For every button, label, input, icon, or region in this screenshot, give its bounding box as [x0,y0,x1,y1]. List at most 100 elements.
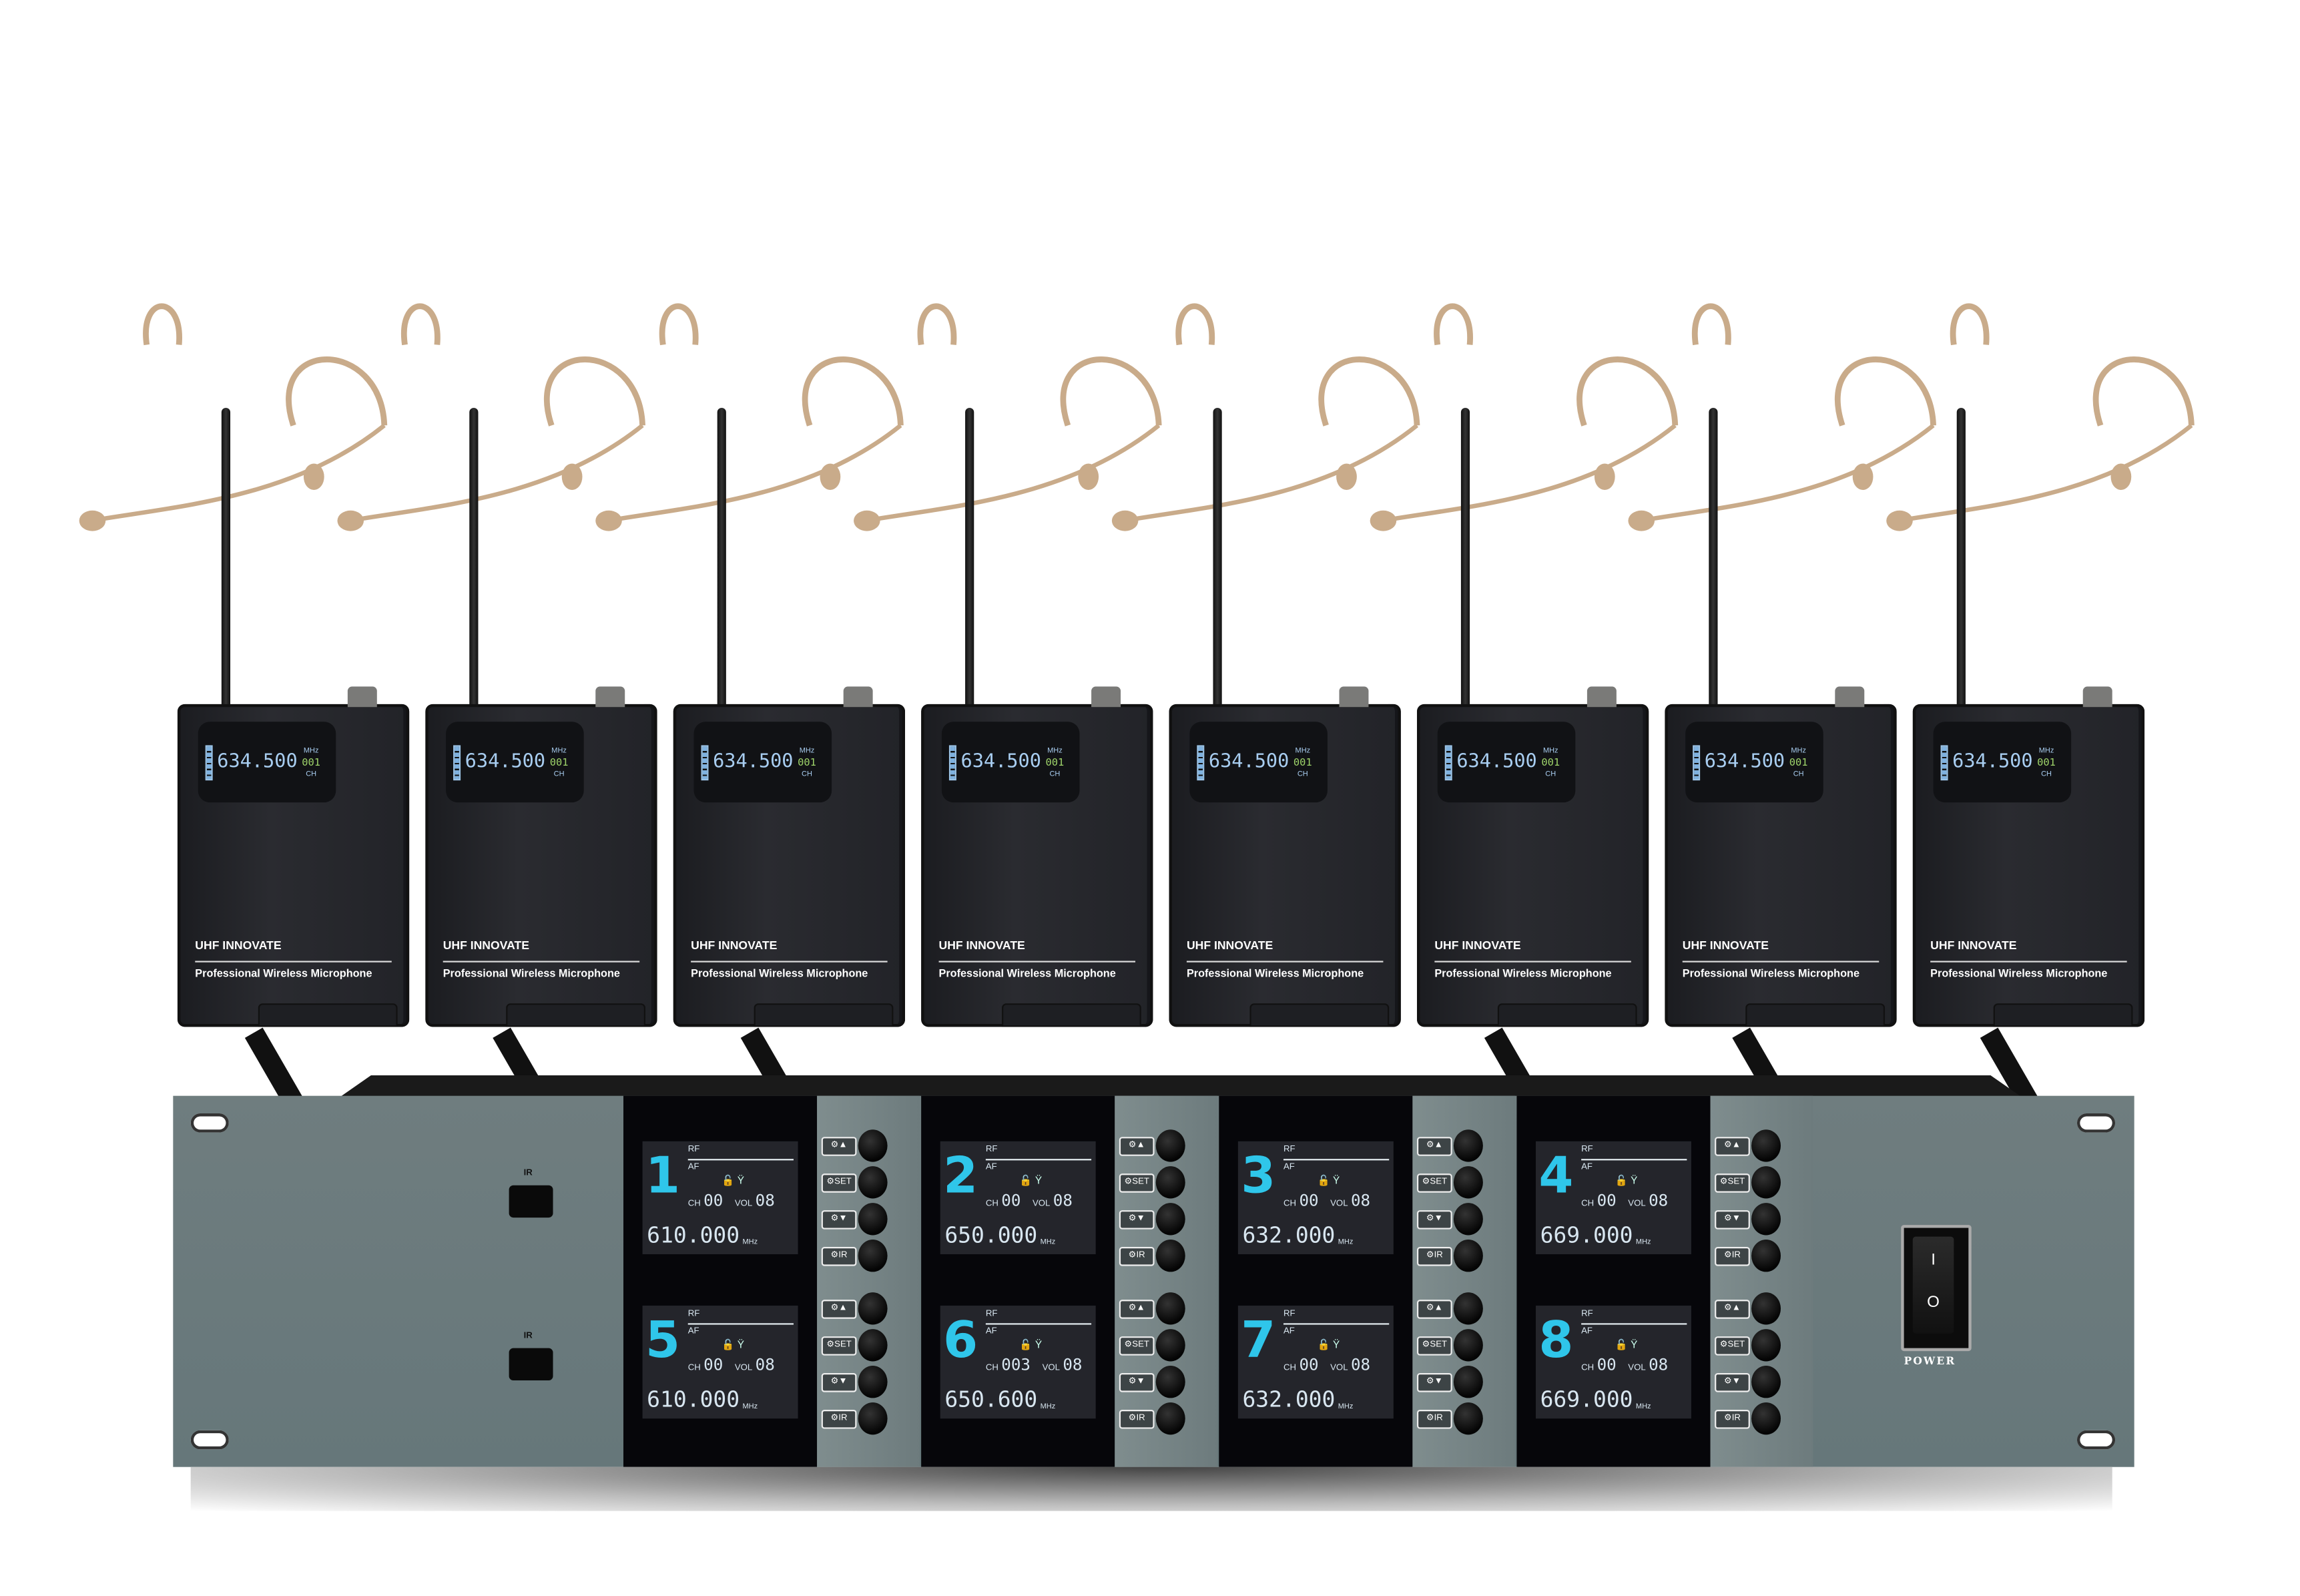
bodypack-brand: UHF INNOVATE [691,939,778,953]
set-button[interactable] [1751,1166,1781,1199]
ch-label: CH [985,1200,998,1209]
boom-arm [865,423,1161,523]
battery-icon [701,744,709,780]
bodypack-brand: UHF INNOVATE [1930,939,2017,953]
belt-clip [1993,1003,2133,1027]
audio-jack [347,686,377,708]
down-button[interactable] [1155,1366,1185,1398]
down-button[interactable] [1751,1203,1781,1236]
down-button[interactable] [1751,1366,1781,1398]
up-button[interactable] [1155,1129,1185,1162]
down-button[interactable] [858,1203,888,1236]
channel-number: 6 [943,1311,978,1370]
rf-label: RF [985,1310,998,1319]
set-button[interactable] [858,1329,888,1362]
channel-number: 7 [1241,1311,1276,1370]
bodypack-description: Professional Wireless Microphone [1682,967,1859,981]
headband [917,303,1162,427]
ir-button[interactable] [1155,1240,1185,1272]
af-label: AF [985,1327,997,1337]
set-button[interactable] [1155,1166,1185,1199]
set-button-label: ⚙SET [1715,1336,1750,1356]
up-button-label: ⚙▲ [1119,1137,1155,1156]
ir-button[interactable] [1453,1402,1483,1435]
bodypack-brand: UHF INNOVATE [443,939,529,953]
lock-antenna-icon: 🔓 Ÿ [1317,1340,1340,1352]
channel-value: 00 [1597,1191,1617,1211]
mhz-label: MHz [742,1238,758,1248]
mhz-label: MHz [1635,1402,1651,1412]
down-button[interactable] [1453,1203,1483,1236]
set-button[interactable] [1155,1329,1185,1362]
audio-jack [1587,686,1617,708]
mhz-label: MHz [742,1402,758,1412]
headset-microphone [1370,303,1679,531]
channel-number: 3 [1241,1147,1276,1206]
rf-label: RF [1283,1145,1296,1155]
bodypack-frequency: 634.500 [960,750,1041,773]
antenna [1213,407,1222,709]
set-button[interactable] [1751,1329,1781,1362]
volume-value: 08 [1649,1191,1669,1211]
down-button[interactable] [1453,1366,1483,1398]
frequency-value: 669.000 [1540,1222,1633,1249]
down-button[interactable] [1155,1203,1185,1236]
bodypack-frequency: 634.500 [1952,750,2033,773]
rf-label: RF [1581,1145,1593,1155]
set-button[interactable] [858,1166,888,1199]
bodypack-description: Professional Wireless Microphone [1434,967,1612,981]
bodypack-mhz-label: MHz [1295,746,1311,755]
up-button[interactable] [858,1129,888,1162]
ir-button-label: ⚙IR [1715,1409,1750,1429]
power-switch[interactable]: I O [1901,1225,1972,1352]
set-button[interactable] [1453,1329,1483,1362]
af-label: AF [1283,1163,1295,1172]
channel-value: 00 [1299,1191,1319,1211]
power-rocker[interactable]: I O [1912,1236,1954,1334]
set-button[interactable] [1453,1166,1483,1199]
down-button-label: ⚙▼ [1715,1373,1750,1392]
up-button[interactable] [1751,1129,1781,1162]
channel-value: 003 [1001,1355,1031,1375]
up-button[interactable] [1453,1292,1483,1325]
ir-button[interactable] [1453,1240,1483,1272]
frequency-value: 650.600 [944,1386,1038,1413]
up-button[interactable] [1155,1292,1185,1325]
ir-button[interactable] [1751,1402,1781,1435]
headset-microphone [1628,303,1936,531]
antenna [221,407,231,709]
ir-button[interactable] [858,1402,888,1435]
belt-clip [1249,1003,1390,1027]
down-button[interactable] [858,1366,888,1398]
ch-label: CH [1581,1364,1595,1374]
belt-clip [506,1003,645,1027]
headset-microphone [595,303,904,531]
af-label: AF [687,1163,699,1172]
up-button[interactable] [1751,1292,1781,1325]
bodypack-ch-label: CH [802,769,812,778]
bodypack-frequency: 634.500 [217,750,298,773]
bodypack-mhz-label: MHz [551,746,567,755]
ir-button[interactable] [1155,1402,1185,1435]
ir-button[interactable] [858,1240,888,1272]
up-button[interactable] [858,1292,888,1325]
ir-button[interactable] [1751,1240,1781,1272]
boom-arm [348,423,644,523]
up-button[interactable] [1453,1129,1483,1162]
mhz-label: MHz [1635,1238,1651,1248]
ir-button-label: ⚙IR [1416,1409,1452,1429]
headband [1175,303,1420,427]
